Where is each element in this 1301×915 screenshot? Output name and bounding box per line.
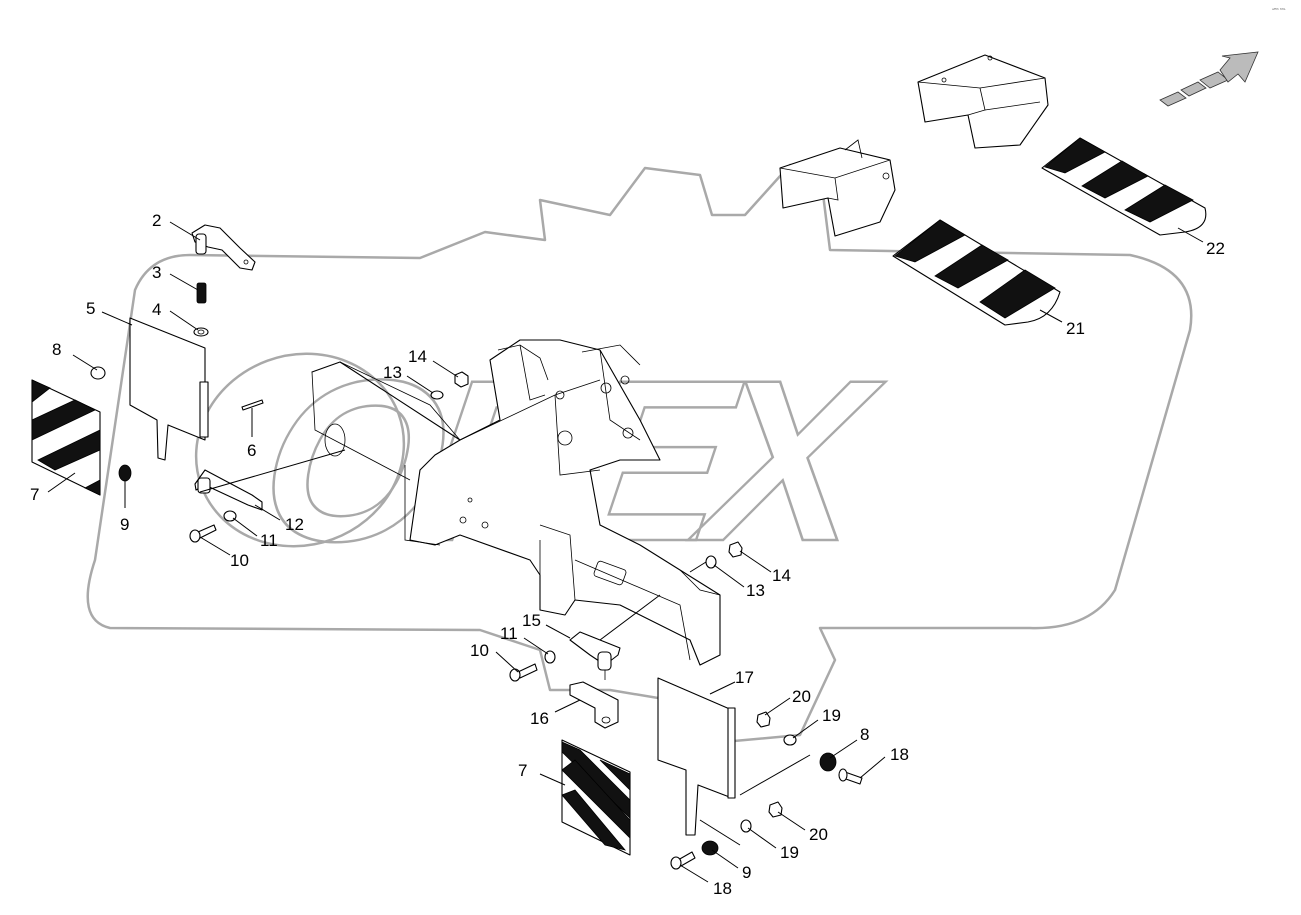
callout-14-right: 14 bbox=[772, 566, 791, 585]
corner-mark: ᵃᴿᴳ ᴹᴵᴸ bbox=[1272, 8, 1286, 14]
upper-hood-front bbox=[779, 139, 896, 237]
mudguard-plate-5 bbox=[129, 317, 209, 461]
callout-4: 4 bbox=[152, 300, 161, 319]
fasteners-18-20-lower bbox=[670, 801, 783, 870]
callout-8-left: 8 bbox=[52, 340, 61, 359]
hinge-bracket-2 bbox=[191, 224, 256, 271]
leader-lines bbox=[47, 221, 1204, 883]
callout-labels: 2 3 4 5 6 7 7 8 8 9 9 10 10 11 11 12 13 … bbox=[30, 211, 1225, 898]
reflector-9-left bbox=[118, 464, 132, 482]
callout-18-upper: 18 bbox=[890, 745, 909, 764]
callout-9-left: 9 bbox=[120, 515, 129, 534]
direction-arrow-icon bbox=[1159, 51, 1259, 107]
chassis-frame bbox=[311, 339, 721, 666]
callout-8-right: 8 bbox=[860, 725, 869, 744]
callout-14-left: 14 bbox=[408, 347, 427, 366]
upper-hood-rear bbox=[917, 54, 1049, 149]
mudguard-plate-17 bbox=[657, 677, 736, 836]
warning-plate-22 bbox=[1041, 137, 1207, 236]
callout-13-right: 13 bbox=[746, 581, 765, 600]
callout-19-upper: 19 bbox=[822, 706, 841, 725]
callout-16: 16 bbox=[530, 709, 549, 728]
callout-13-left: 13 bbox=[383, 363, 402, 382]
callout-20-lower: 20 bbox=[809, 825, 828, 844]
callout-10-right: 10 bbox=[470, 641, 489, 660]
hinge-bracket-15 bbox=[569, 631, 621, 680]
callout-10-left: 10 bbox=[230, 551, 249, 570]
callout-11-right: 11 bbox=[500, 624, 518, 643]
callout-5: 5 bbox=[86, 299, 95, 318]
callout-2: 2 bbox=[152, 211, 161, 230]
callout-18-lower: 18 bbox=[713, 879, 732, 898]
callout-22: 22 bbox=[1206, 239, 1225, 258]
pin-6 bbox=[241, 399, 264, 411]
callout-3: 3 bbox=[152, 263, 161, 282]
fasteners-18-20-upper bbox=[756, 711, 863, 785]
warning-plate-21 bbox=[892, 219, 1061, 326]
callout-7-left: 7 bbox=[30, 485, 39, 504]
bracket-16 bbox=[569, 681, 619, 729]
callout-17: 17 bbox=[735, 668, 754, 687]
fasteners-13-14-right bbox=[705, 541, 743, 569]
callout-7-right: 7 bbox=[518, 761, 527, 780]
reflector-8-left bbox=[90, 366, 106, 380]
fasteners-13-14-left bbox=[430, 371, 469, 400]
callout-11-left: 11 bbox=[260, 531, 278, 550]
callout-9-right: 9 bbox=[742, 863, 751, 882]
bolt-10-left bbox=[189, 524, 217, 543]
bolt-10-right bbox=[509, 663, 538, 682]
hinge-bracket-12 bbox=[194, 469, 263, 511]
warning-plate-7-right bbox=[561, 739, 631, 856]
callout-19-lower: 19 bbox=[780, 843, 799, 862]
spring-3 bbox=[196, 282, 207, 304]
callout-21: 21 bbox=[1066, 319, 1085, 338]
callout-15: 15 bbox=[522, 611, 541, 630]
callout-6: 6 bbox=[247, 441, 256, 460]
callout-20-upper: 20 bbox=[792, 687, 811, 706]
warning-plate-7-left bbox=[31, 379, 101, 496]
callout-12: 12 bbox=[285, 515, 304, 534]
